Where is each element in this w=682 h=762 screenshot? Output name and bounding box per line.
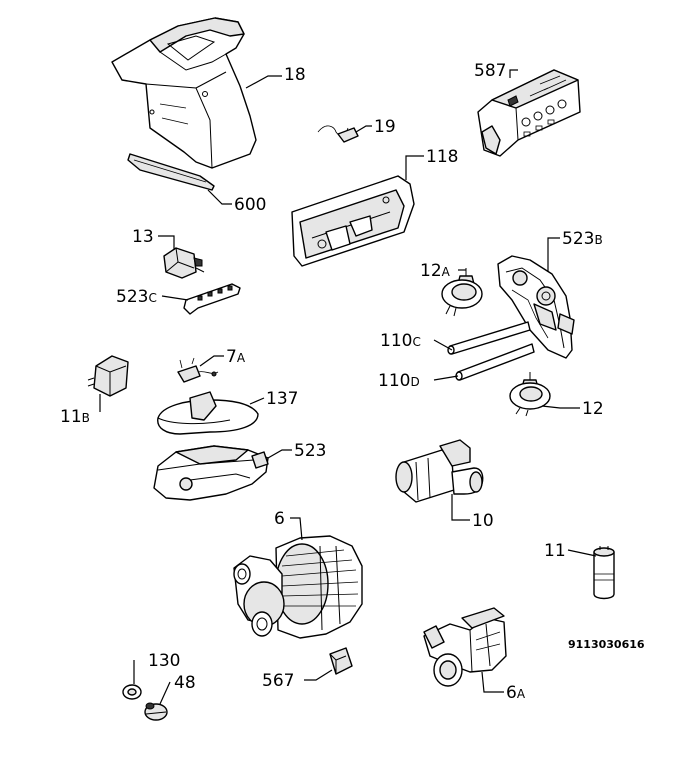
label-12: 12 [582, 399, 604, 419]
part-labels: 18 600 19 587 118 13 523C 523B 12A 110C … [60, 61, 645, 703]
part-567-clip [329, 647, 353, 675]
label-523: 523 [294, 441, 326, 461]
label-523c: 523C [116, 287, 157, 307]
part-12-pressure-switch [509, 372, 551, 417]
label-13: 13 [132, 227, 154, 247]
label-6: 6 [274, 509, 285, 529]
label-11: 11 [544, 541, 566, 561]
leader-137 [249, 397, 265, 405]
leader-567 [304, 669, 333, 681]
part-523-housing [153, 445, 269, 501]
diagram-code: 9113030616 [568, 638, 645, 651]
part-587-control-module [477, 69, 581, 157]
part-13-switch [163, 247, 205, 279]
label-118: 118 [426, 147, 458, 167]
label-6a: 6A [506, 683, 526, 703]
part-118-panel [291, 175, 415, 267]
leader-13 [158, 235, 175, 250]
label-600: 600 [234, 195, 266, 215]
leader-110d [433, 375, 459, 381]
part-19-sensor [317, 125, 359, 143]
leader-18 [245, 75, 282, 89]
leader-12 [541, 405, 580, 409]
label-130: 130 [148, 651, 180, 671]
leader-11 [567, 549, 597, 557]
leader-10 [451, 494, 470, 521]
leader-523b [547, 237, 560, 272]
label-10: 10 [472, 511, 494, 531]
leader-118 [405, 155, 424, 180]
leader-523 [267, 449, 292, 459]
part-18-duct [111, 17, 257, 169]
part-11b-relay [87, 355, 129, 397]
leader-600 [207, 189, 232, 205]
label-523b: 523B [562, 229, 603, 249]
part-137-cover [157, 391, 259, 435]
label-19: 19 [374, 117, 396, 137]
label-18: 18 [284, 65, 306, 85]
part-523c-terminal-strip [183, 283, 241, 315]
label-587: 587 [474, 61, 506, 81]
part-523b-wiring-bracket [497, 255, 575, 359]
part-48-plug [144, 702, 168, 721]
leader-19 [355, 125, 372, 133]
part-600-seal-strip [127, 153, 215, 191]
leader-587 [509, 69, 518, 78]
leader-6a [481, 671, 504, 693]
part-130-ring [122, 684, 142, 700]
part-12a-pressure-switch [441, 268, 483, 317]
label-137: 137 [266, 389, 298, 409]
label-11b: 11B [60, 407, 90, 427]
label-110d: 110D [378, 371, 420, 391]
part-110d-tube [455, 343, 535, 381]
part-11-capacitor [593, 546, 615, 600]
leader-523c [161, 295, 189, 301]
leader-lines [99, 69, 597, 705]
part-6a-drain-pump [423, 607, 507, 687]
part-10-valve [395, 439, 484, 503]
leader-48 [159, 681, 171, 705]
part-7a-clip [177, 357, 219, 383]
label-567: 567 [262, 671, 294, 691]
label-7a: 7A [226, 347, 246, 367]
label-48: 48 [174, 673, 196, 693]
leader-6 [290, 517, 303, 541]
leader-110c [433, 339, 453, 351]
part-6-pump-motor [233, 535, 363, 639]
leader-7a [199, 355, 224, 367]
label-110c: 110C [380, 331, 421, 351]
label-12a: 12A [420, 261, 451, 281]
